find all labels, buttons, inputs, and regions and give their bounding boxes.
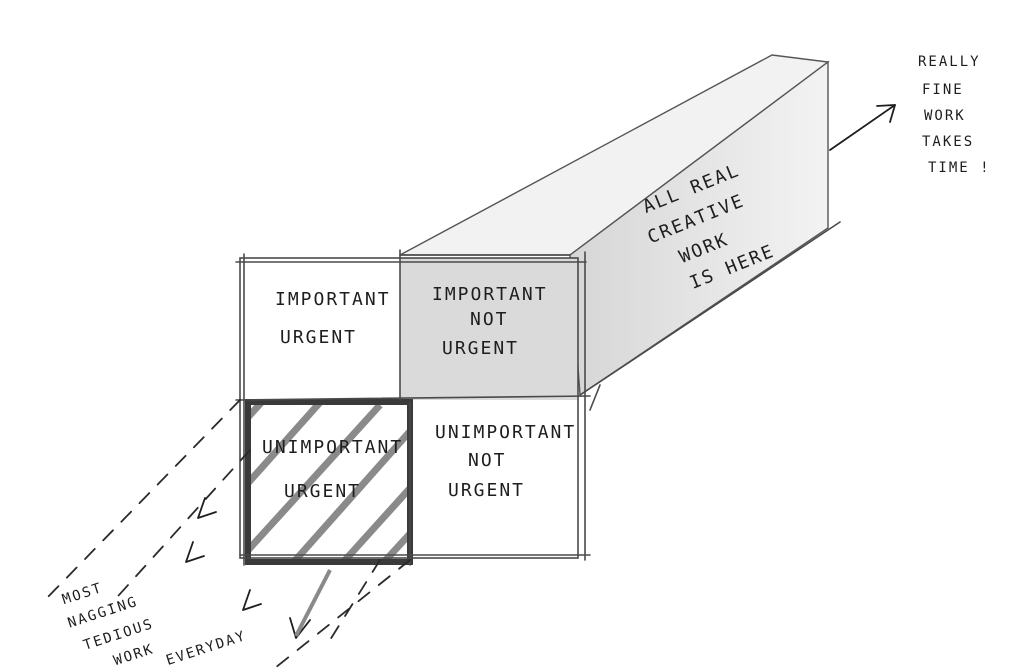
note-left-line-4: WORK bbox=[112, 641, 157, 669]
quadrant-important-urgent: IMPORTANT URGENT bbox=[275, 289, 391, 348]
quadrant-important-not-urgent-bg bbox=[400, 258, 578, 400]
note-left-line-5: EVERYDAY bbox=[164, 628, 248, 669]
creative-work-beam bbox=[399, 54, 841, 411]
quadrant-unimportant-urgent-bg bbox=[248, 402, 410, 562]
right-arrow-icon bbox=[829, 104, 896, 151]
note-right-line-2: FINE bbox=[922, 82, 964, 98]
quadrant-important-not-urgent: IMPORTANT NOT URGENT bbox=[432, 284, 548, 359]
q4-line-3: URGENT bbox=[448, 480, 525, 501]
note-right-line-5: TIME ! bbox=[928, 160, 991, 176]
ray-arrow-1-icon bbox=[197, 497, 217, 519]
matrix-grid bbox=[235, 249, 591, 566]
ray-arrow-icons bbox=[185, 497, 332, 639]
q1-line-1: IMPORTANT bbox=[275, 289, 391, 310]
quadrant-unimportant-not-urgent: UNIMPORTANT NOT URGENT bbox=[435, 422, 576, 501]
ray-arrow-4-icon bbox=[289, 617, 311, 639]
q4-line-1: UNIMPORTANT bbox=[435, 422, 576, 443]
note-right-line-4: TAKES bbox=[922, 134, 974, 150]
q4-line-2: NOT bbox=[468, 450, 507, 471]
q2-line-2: NOT bbox=[470, 309, 509, 330]
q2-line-1: IMPORTANT bbox=[432, 284, 548, 305]
dashed-rays bbox=[44, 399, 411, 672]
quadrant-unimportant-urgent: UNIMPORTANT URGENT bbox=[262, 437, 403, 502]
ray-arrow-2-icon bbox=[185, 541, 205, 563]
q2-line-3: URGENT bbox=[442, 338, 519, 359]
note-most-nagging-work: MOST NAGGING TEDIOUS WORK EVERYDAY bbox=[60, 580, 248, 669]
note-right-line-1: REALLY bbox=[918, 54, 981, 70]
note-really-fine-work: REALLY FINE WORK TAKES TIME ! bbox=[918, 54, 991, 176]
q3-line-2: URGENT bbox=[284, 481, 361, 502]
q1-line-2: URGENT bbox=[280, 327, 357, 348]
note-left-line-1: MOST bbox=[60, 580, 105, 608]
ray-arrow-3-icon bbox=[242, 589, 262, 611]
q3-line-1: UNIMPORTANT bbox=[262, 437, 403, 458]
note-right-line-3: WORK bbox=[924, 108, 966, 124]
